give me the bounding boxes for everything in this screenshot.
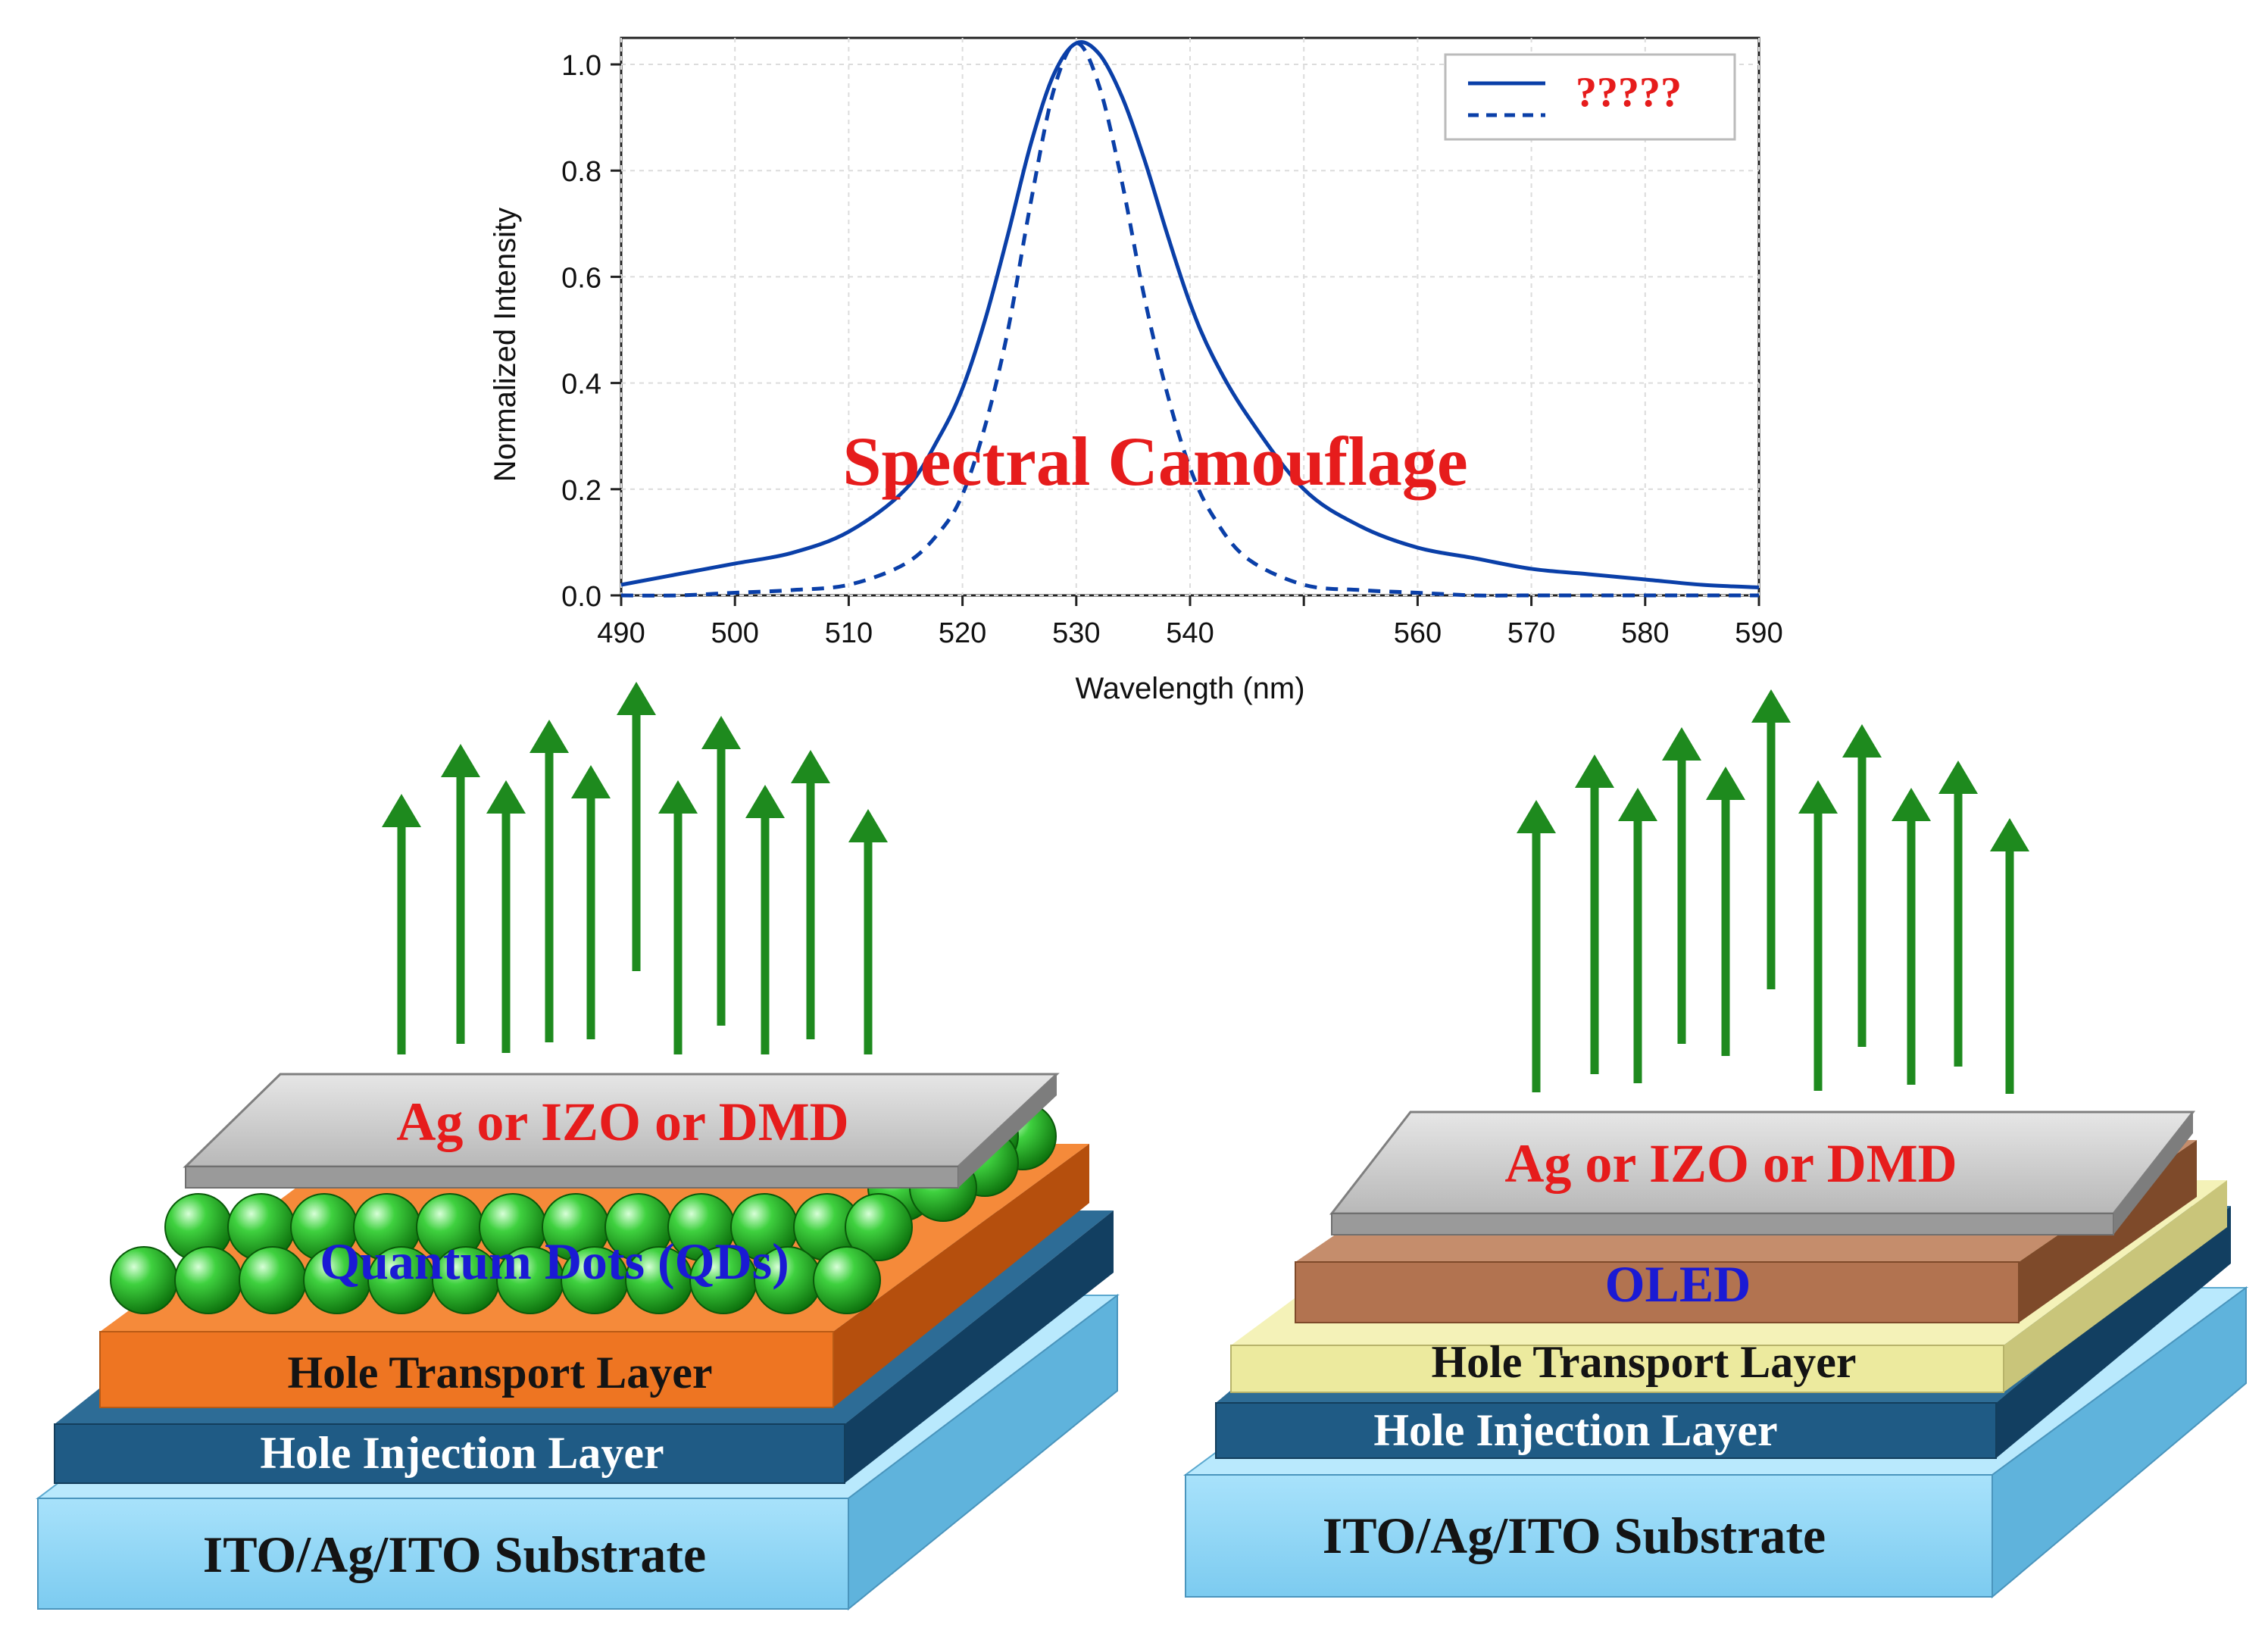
left-htl-label: Hole Transport Layer [287,1348,712,1398]
arrow-head [530,720,569,753]
quantum-dot [110,1246,178,1314]
legend-label: ????? [1576,69,1682,116]
y-tick-label: 0.2 [561,475,601,507]
right-device-stack: ITO/Ag/ITO Substrate Hole Injection Laye… [1182,1111,2249,1599]
arrow-head [701,716,741,749]
x-axis-label: Wavelength (nm) [1075,672,1304,705]
x-tick-label: 560 [1394,617,1442,649]
emission-arrows-right [1517,689,2029,1094]
chart-annotation: Spectral Camouflage [842,423,1467,500]
legend-box [1444,53,1736,141]
left-emitter-label: Quantum Dots (QDs) [320,1232,789,1290]
series-group [620,40,1760,598]
y-tick-label: 0.0 [561,581,601,613]
arrow-head [1575,754,1614,788]
right-htl-label: Hole Transport Layer [1431,1337,1856,1387]
right-electrode-layer: Ag or IZO or DMD [1329,1111,2196,1235]
y-axis-ticks: 0.0 0.2 0.4 0.6 0.8 1.0 [561,50,621,613]
x-tick-label: 520 [939,617,986,649]
right-hil-label: Hole Injection Layer [1373,1405,1777,1455]
y-tick-label: 0.4 [561,369,601,401]
arrow-head [848,809,888,842]
series-dashed-line [620,41,1759,598]
emission-arrows-left [382,682,888,1054]
arrow-head [1990,818,2029,851]
spectrum-chart: 0.0 0.2 0.4 0.6 0.8 1.0 490 500 510 520 530 540 560… [489,36,1783,705]
arrow-head [1751,689,1791,723]
arrow-head [791,750,830,783]
arrow-head [1706,767,1745,800]
arrow-head [1892,788,1931,821]
arrow-head [1842,724,1882,758]
series-solid-line [620,40,1760,589]
arrow-head [486,780,526,814]
right-emitter-label: OLED [1605,1255,1751,1313]
left-electrode-label: Ag or IZO or DMD [396,1092,848,1152]
right-substrate-label: ITO/Ag/ITO Substrate [1323,1507,1826,1564]
right-electrode-label: Ag or IZO or DMD [1504,1133,1957,1194]
x-tick-label: 490 [597,617,645,649]
y-axis-label: Normalized Intensity [489,208,522,482]
quantum-dot [845,1193,913,1261]
left-device-stack: ITO/Ag/ITO Substrate Hole Injection Laye… [36,1073,1120,1611]
quantum-dot [813,1246,881,1314]
quantum-dot [239,1246,307,1314]
y-tick-label: 1.0 [561,50,601,82]
x-tick-label: 540 [1166,617,1214,649]
quantum-dot [174,1246,242,1314]
arrow-head [382,794,421,827]
x-tick-label: 580 [1621,617,1669,649]
arrow-head [658,780,698,814]
left-quantum-dots-layer [110,1102,1057,1314]
legend: ????? [1444,53,1736,141]
left-electrode-layer: Ag or IZO or DMD [183,1073,1060,1189]
left-substrate-label: ITO/Ag/ITO Substrate [203,1526,706,1583]
arrow-head [441,744,480,777]
x-tick-label: 590 [1735,617,1782,649]
y-tick-label: 0.6 [561,262,601,294]
x-tick-label: 570 [1507,617,1555,649]
arrow-head [1517,800,1556,833]
y-tick-label: 0.8 [561,156,601,188]
arrow-head [745,785,785,818]
x-tick-label: 530 [1052,617,1100,649]
x-tick-label: 500 [711,617,758,649]
arrow-head [1798,780,1838,814]
x-axis-ticks: 490 500 510 520 530 540 560 570 580 590 [597,595,1783,649]
arrow-head [617,682,656,715]
arrow-head [1938,761,1978,794]
arrow-head [571,765,611,798]
arrow-head [1618,788,1657,821]
x-tick-label: 510 [825,617,873,649]
arrow-head [1662,727,1701,761]
left-hil-label: Hole Injection Layer [260,1428,664,1478]
